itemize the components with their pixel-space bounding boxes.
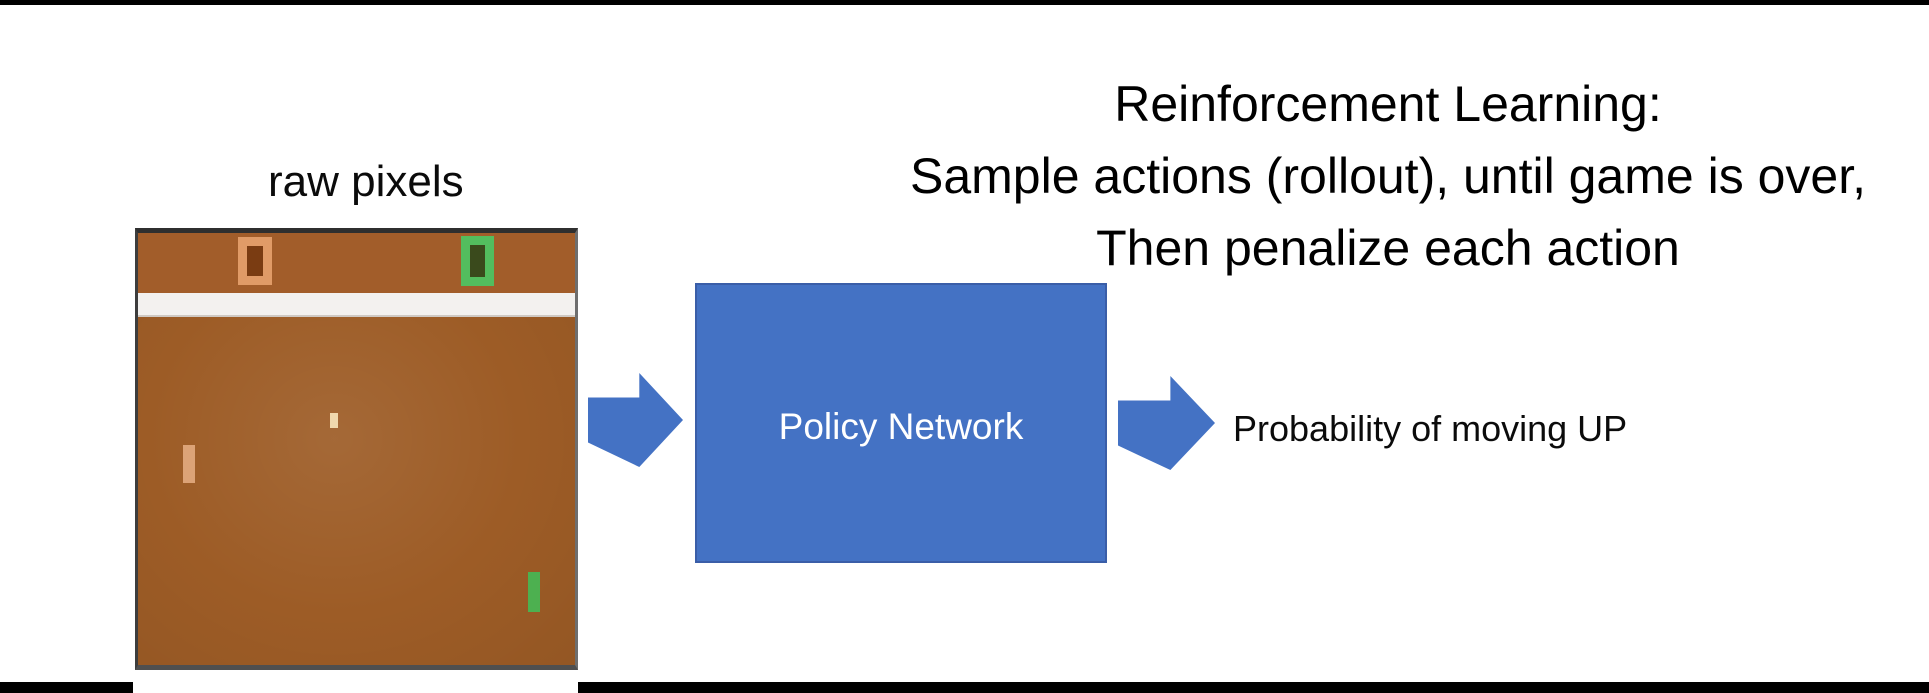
policy-network-label: Policy Network	[778, 406, 1024, 447]
output-arrow-icon	[1118, 376, 1215, 470]
title-line-3: Then penalize each action	[1096, 220, 1680, 276]
slide-title: Reinforcement Learning: Sample actions (…	[848, 68, 1928, 284]
right-paddle	[528, 572, 540, 612]
output-label: Probability of moving UP	[1233, 408, 1628, 449]
left-score-zero	[238, 237, 272, 285]
pong-ball	[330, 413, 338, 428]
raw-pixels-label: raw pixels	[268, 157, 464, 206]
pong-screenshot	[135, 228, 578, 670]
pong-play-area	[138, 317, 575, 665]
pong-score-band	[138, 233, 575, 293]
pong-divider-band	[138, 293, 575, 317]
bottom-black-bar-right	[578, 682, 1929, 693]
title-line-1: Reinforcement Learning:	[1114, 76, 1662, 132]
policy-network-box: Policy Network	[695, 283, 1107, 563]
top-black-bar	[0, 0, 1929, 5]
title-line-2: Sample actions (rollout), until game is …	[910, 148, 1866, 204]
input-arrow-icon	[588, 373, 683, 467]
left-paddle	[183, 445, 195, 483]
bottom-black-bar-left	[0, 682, 133, 693]
right-score-zero	[461, 236, 494, 286]
